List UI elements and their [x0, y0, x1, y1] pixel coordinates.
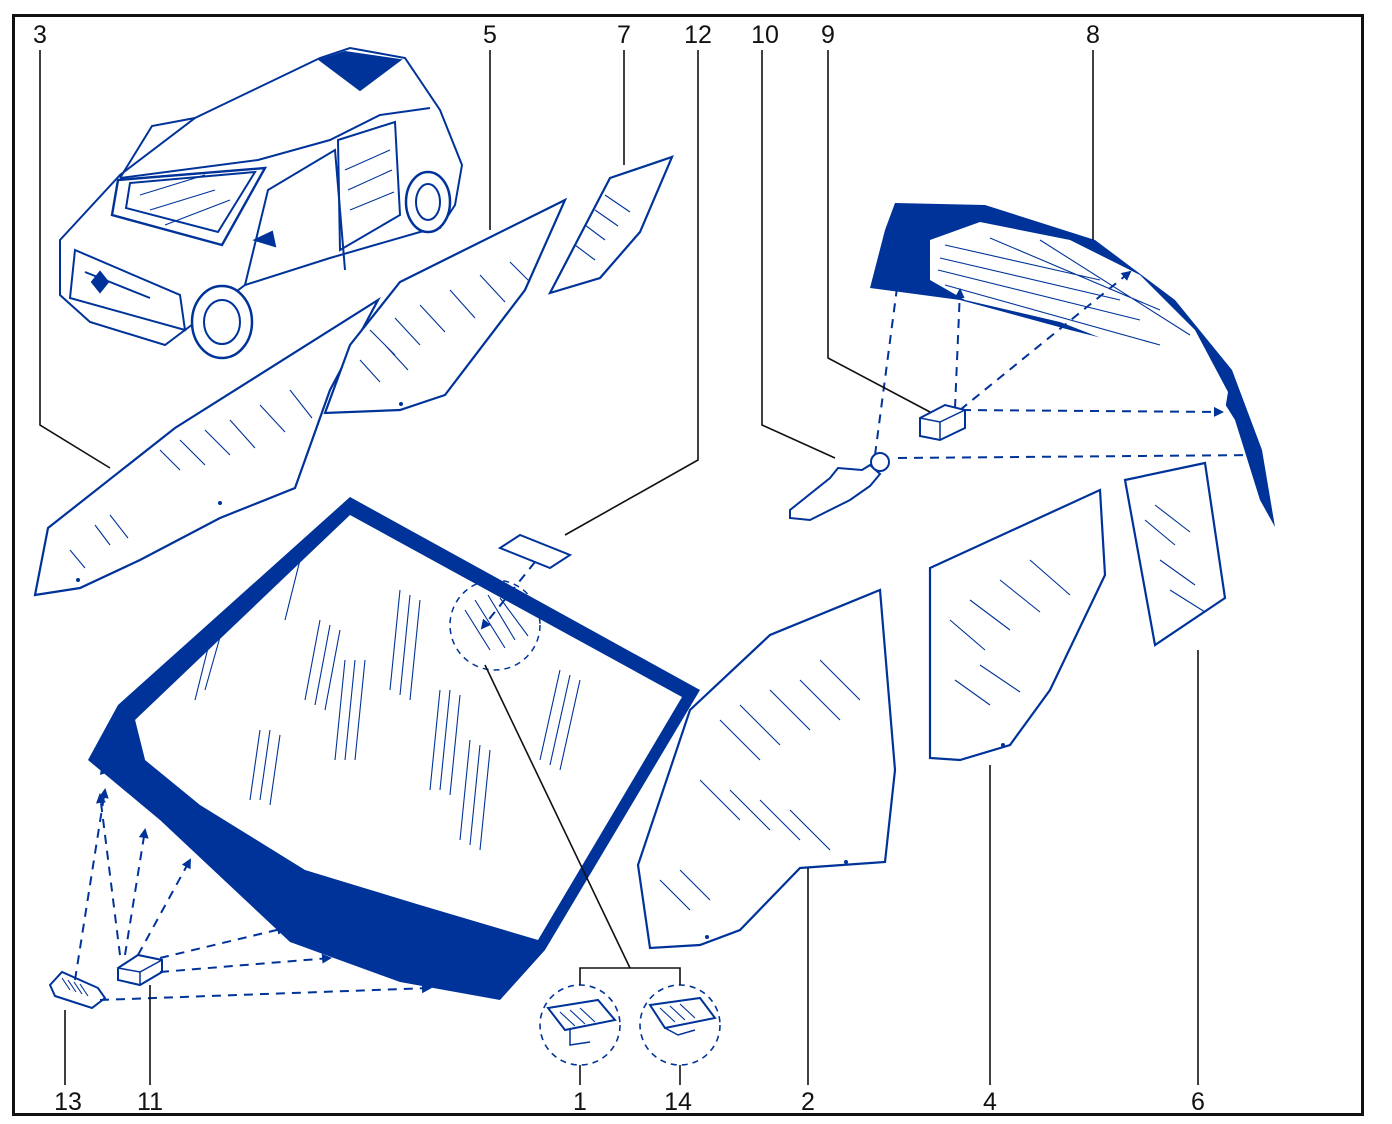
- detail-1-circle: [539, 984, 621, 1066]
- label-13: 13: [54, 1088, 82, 1116]
- part-4-rear-door-glass: [928, 488, 1107, 762]
- part-13-clip: [48, 970, 107, 1010]
- label-10: 10: [751, 21, 779, 49]
- part-2-rear-door-glass: [636, 588, 897, 950]
- part-11-block: [117, 953, 163, 987]
- label-9: 9: [821, 21, 835, 49]
- part-3-front-quarter-glass: [33, 296, 381, 597]
- part-windscreen: [88, 497, 700, 1000]
- leader-lines: [39, 50, 1199, 1085]
- label-8: 8: [1086, 21, 1100, 49]
- label-5: 5: [483, 21, 497, 49]
- part-number-labels: 3 5 7 12 10 9 8 13 11 1 14 2 4 6: [33, 21, 1205, 1116]
- label-14: 14: [664, 1088, 692, 1116]
- windscreen-fixing-arrows: [74, 788, 432, 1001]
- part-10-bracket: [789, 452, 890, 522]
- car-illustration: [59, 46, 464, 360]
- part-7-quarter-glass: [547, 155, 674, 295]
- label-7: 7: [617, 21, 631, 49]
- label-11: 11: [137, 1088, 163, 1116]
- label-4: 4: [983, 1088, 997, 1116]
- part-9-block: [919, 403, 966, 442]
- part-5-front-door-glass: [323, 197, 568, 415]
- detail-14-circle: [639, 984, 721, 1066]
- diagram-frame: [12, 14, 1364, 1116]
- label-6: 6: [1191, 1088, 1205, 1116]
- label-12: 12: [684, 21, 712, 49]
- part-8-rear-screen: [870, 203, 1275, 527]
- part-12-sensor-pad: [480, 533, 573, 630]
- label-2: 2: [801, 1088, 815, 1116]
- part-6-rear-fixed-glass: [1123, 461, 1227, 647]
- label-1: 1: [573, 1088, 587, 1116]
- label-3: 3: [33, 21, 47, 49]
